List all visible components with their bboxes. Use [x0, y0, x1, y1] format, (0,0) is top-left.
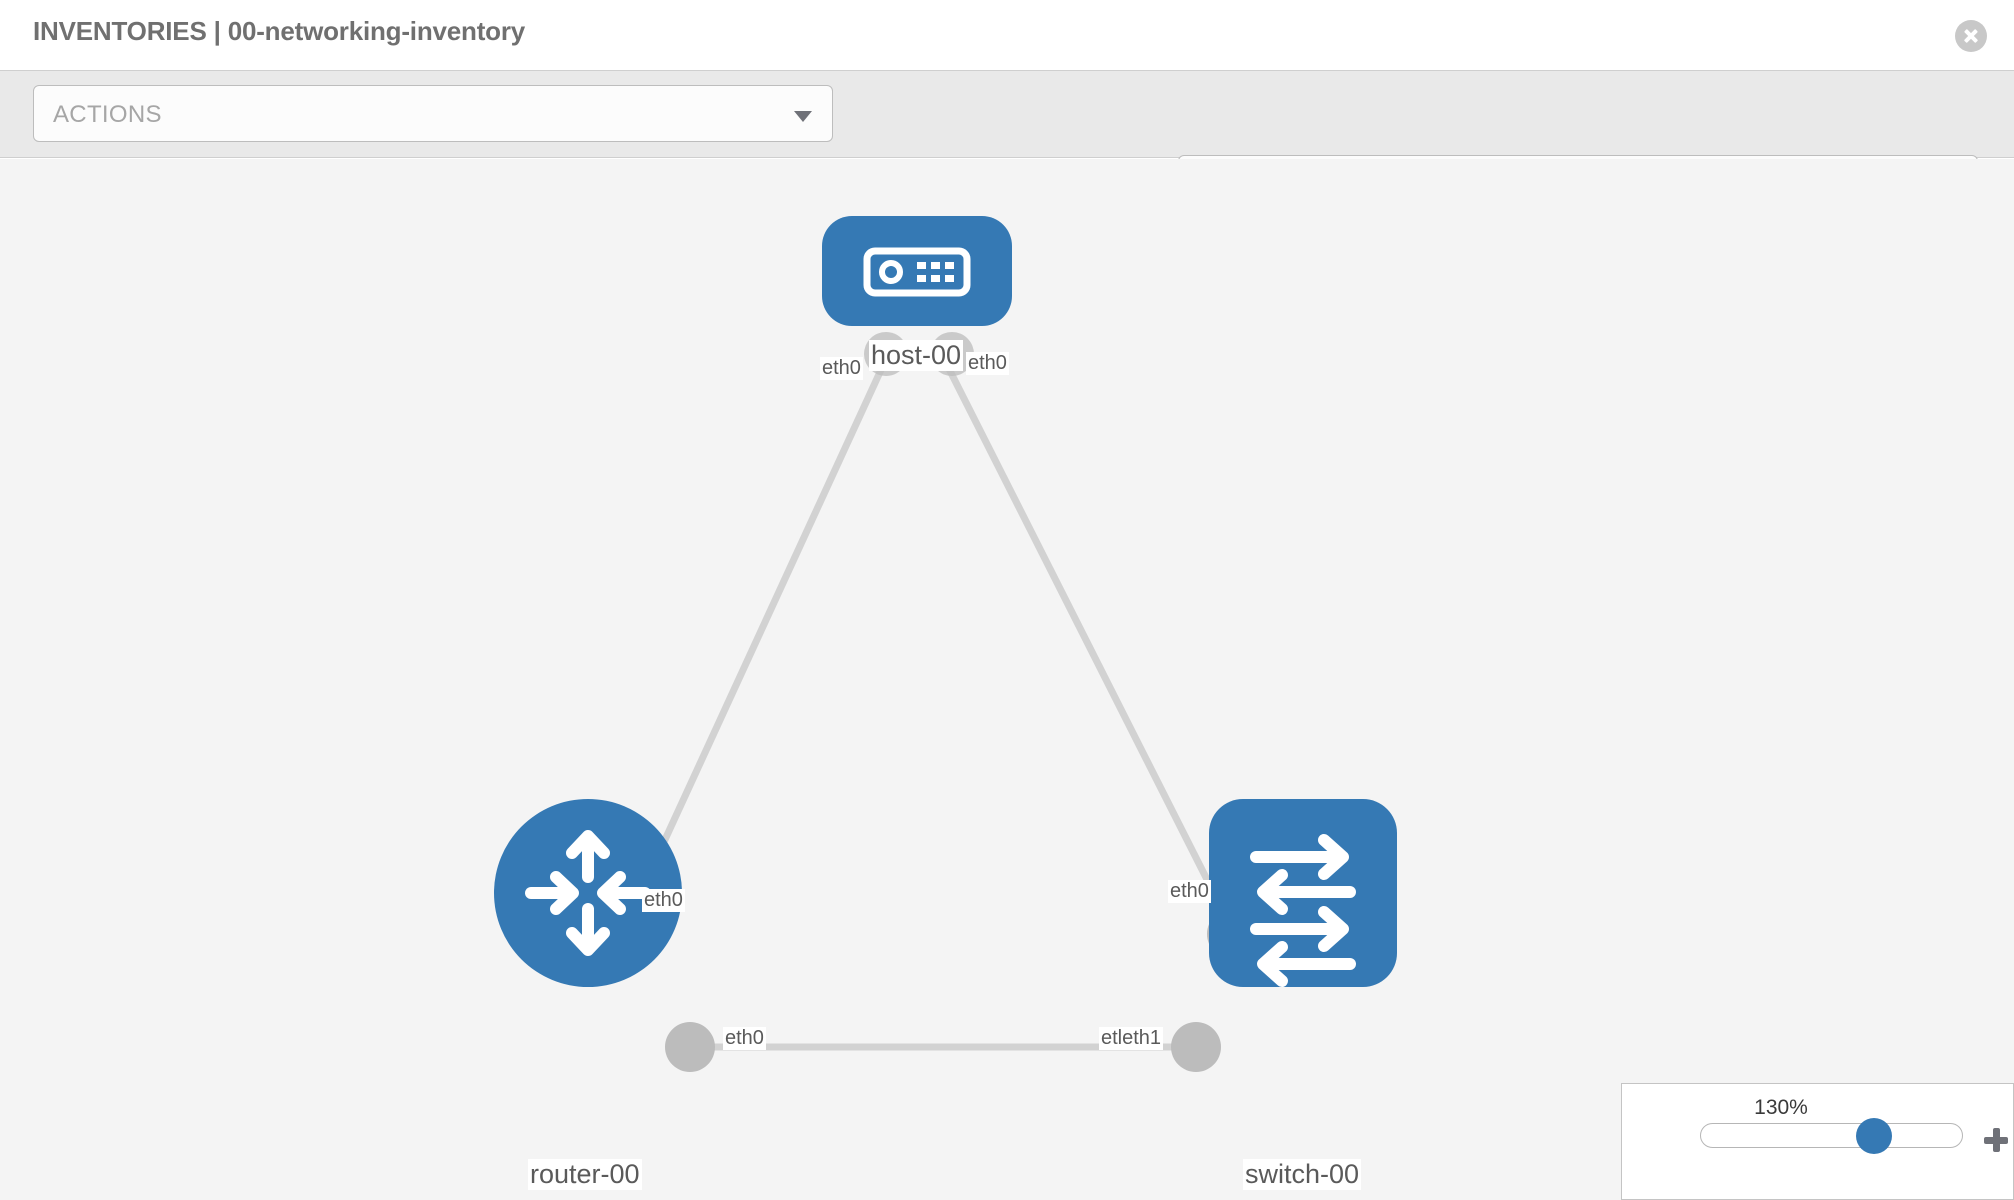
chevron-down-icon [794, 111, 812, 122]
link-label-host-left: eth0 [820, 357, 863, 380]
port-switch-left [1171, 1022, 1221, 1072]
zoom-slider-thumb[interactable] [1856, 1118, 1892, 1154]
node-router-00[interactable] [494, 799, 682, 987]
switch-icon [1250, 834, 1356, 987]
zoom-slider[interactable] [1700, 1118, 1963, 1154]
link-label-switch-left: etleth1 [1099, 1027, 1164, 1050]
toolbar: ACTIONS SEARCH [0, 70, 2014, 212]
close-icon[interactable] [1955, 20, 1987, 52]
link-host-switch [940, 357, 1236, 931]
node-label-host: host-00 [869, 340, 964, 371]
node-switch-00[interactable] [1209, 799, 1397, 987]
link-label-host-right: eth0 [966, 352, 1009, 375]
topology-canvas[interactable]: host-00 router-00 switch-00 eth0 eth0 et… [0, 159, 2014, 1200]
page-header: INVENTORIES | 00-networking-inventory [0, 0, 2014, 70]
node-label-router: router-00 [528, 1159, 642, 1190]
node-host-00[interactable] [822, 216, 1012, 326]
topology-graph [494, 216, 1397, 1072]
plus-icon[interactable] [1984, 1128, 2008, 1152]
link-label-router-right: eth0 [723, 1027, 766, 1050]
router-icon [525, 830, 651, 956]
node-label-switch: switch-00 [1243, 1159, 1362, 1190]
port-router-right [665, 1022, 715, 1072]
link-label-router-up: eth0 [642, 889, 685, 912]
link-label-switch-up: eth0 [1168, 880, 1211, 903]
link-host-router [636, 357, 890, 896]
actions-dropdown-label: ACTIONS [53, 101, 162, 128]
page-title: INVENTORIES | 00-networking-inventory [33, 16, 526, 46]
actions-dropdown[interactable]: ACTIONS [33, 85, 833, 142]
server-icon [863, 247, 971, 297]
zoom-level-label: 130% [1754, 1096, 1808, 1119]
